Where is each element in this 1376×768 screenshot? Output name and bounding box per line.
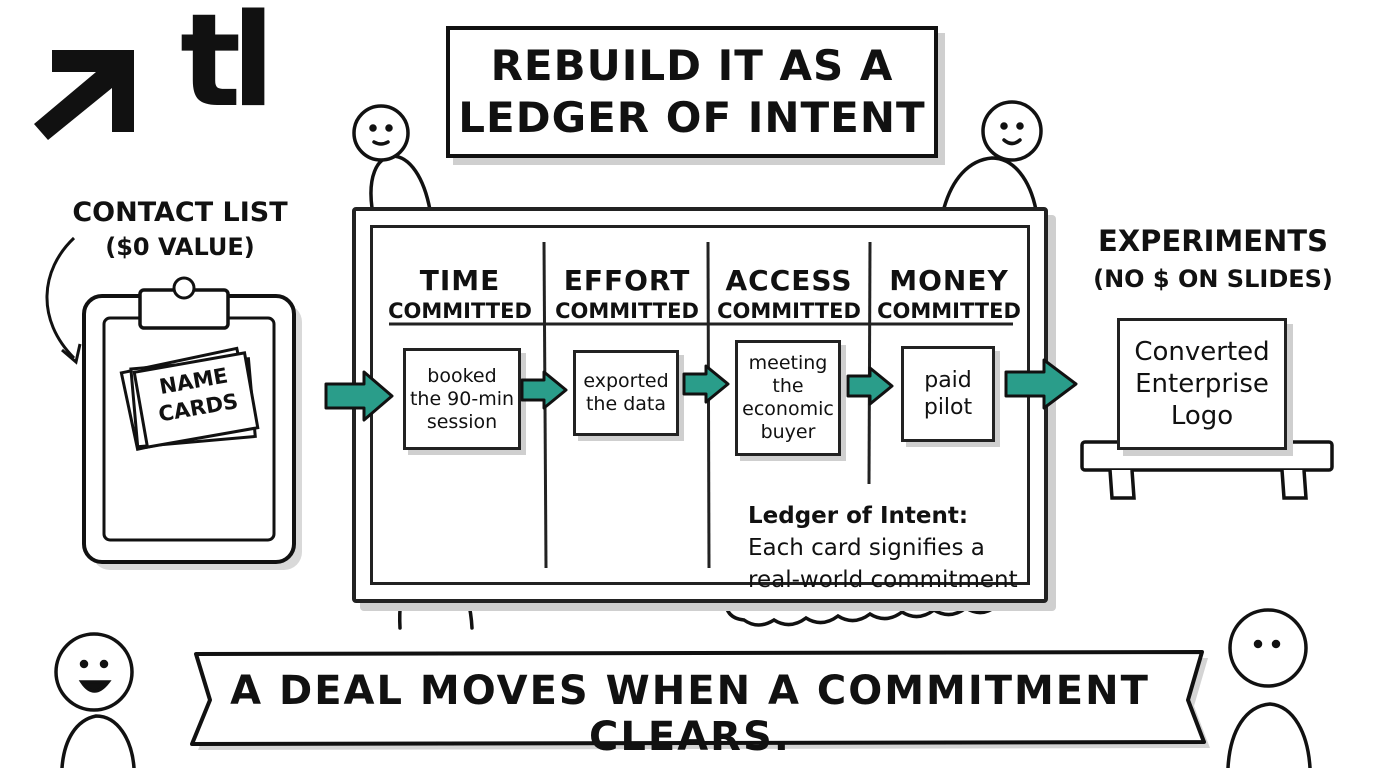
column-time-title: TIME [419,264,501,297]
column-effort-title: EFFORT [563,264,691,297]
arrow-up-right-icon [34,50,134,140]
callout-line-1: Each card signifies a [748,535,985,561]
banner-text: A DEAL MOVES WHEN A COMMITMENT CLEARS. [230,668,1150,760]
card-effort: exported the data [573,350,679,436]
column-effort-subtitle: COMMITTED [555,299,699,323]
converted-logo-line-1: Converted [1134,337,1270,367]
person-left-top [352,104,432,212]
card-money-line-1: paid [924,368,972,393]
converted-logo-line-2: Enterprise [1135,369,1269,399]
column-money-header: MONEY COMMITTED [869,264,1029,324]
card-money: paid pilot [901,346,995,442]
title-line-2: LEDGER OF INTENT [458,93,926,142]
person-bottom-left [54,632,136,768]
person-right-top [942,100,1043,212]
clipboard [82,276,302,570]
column-access-title: ACCESS [725,264,853,297]
column-time-header: TIME COMMITTED [377,264,543,324]
callout-text: Ledger of Intent: Each card signifies a … [748,500,1068,596]
shelf [1080,440,1334,500]
experiments-subtitle: (NO $ ON SLIDES) [1093,265,1333,293]
card-time-line-2: the 90-min [409,387,515,410]
column-time-subtitle: COMMITTED [388,299,532,323]
card-effort-line-2: the data [585,393,667,415]
experiments-title: EXPERIMENTS [1098,224,1328,258]
card-access: meeting the economic buyer [735,340,841,456]
card-time-line-1: booked [427,364,497,387]
contact-list-label: CONTACT LIST ($0 VALUE) [60,196,300,264]
card-money-line-2: pilot [923,395,973,420]
card-effort-line-1: exported [583,370,669,392]
card-access-line-1: meeting [748,352,828,374]
card-access-line-3: economic [742,398,834,420]
column-access-header: ACCESS COMMITTED [709,264,869,324]
card-time-line-3: session [426,410,498,433]
contact-list-value: ($0 VALUE) [105,233,255,261]
brand-logo: tl [30,0,280,143]
column-access-subtitle: COMMITTED [717,299,861,323]
ledger-board-inner: TIME COMMITTED EFFORT COMMITTED ACCESS C… [370,225,1030,585]
column-money-title: MONEY [889,264,1009,297]
experiments-label: EXPERIMENTS (NO $ ON SLIDES) [1082,222,1344,298]
column-effort-header: EFFORT COMMITTED [545,264,709,324]
card-access-line-2: the [772,375,804,397]
person-bottom-right [1226,608,1312,768]
banner-shape [190,650,1210,750]
page-title: REBUILD IT AS A LEDGER OF INTENT [446,26,938,158]
card-access-line-4: buyer [760,421,816,443]
logo-text: tl [180,0,275,136]
column-money-subtitle: COMMITTED [877,299,1021,323]
ledger-board: TIME COMMITTED EFFORT COMMITTED ACCESS C… [352,207,1048,603]
card-time: booked the 90-min session [403,348,521,450]
contact-list-title: CONTACT LIST [72,197,288,228]
converted-logo-text: Converted Enterprise Logo [1134,336,1269,432]
callout-title: Ledger of Intent: [748,503,969,529]
converted-logo-line-3: Logo [1170,401,1234,431]
converted-logo-card: Converted Enterprise Logo [1117,318,1287,450]
callout-line-2: real-world commitment [748,567,1018,593]
title-line-1: REBUILD IT AS A [490,41,894,90]
